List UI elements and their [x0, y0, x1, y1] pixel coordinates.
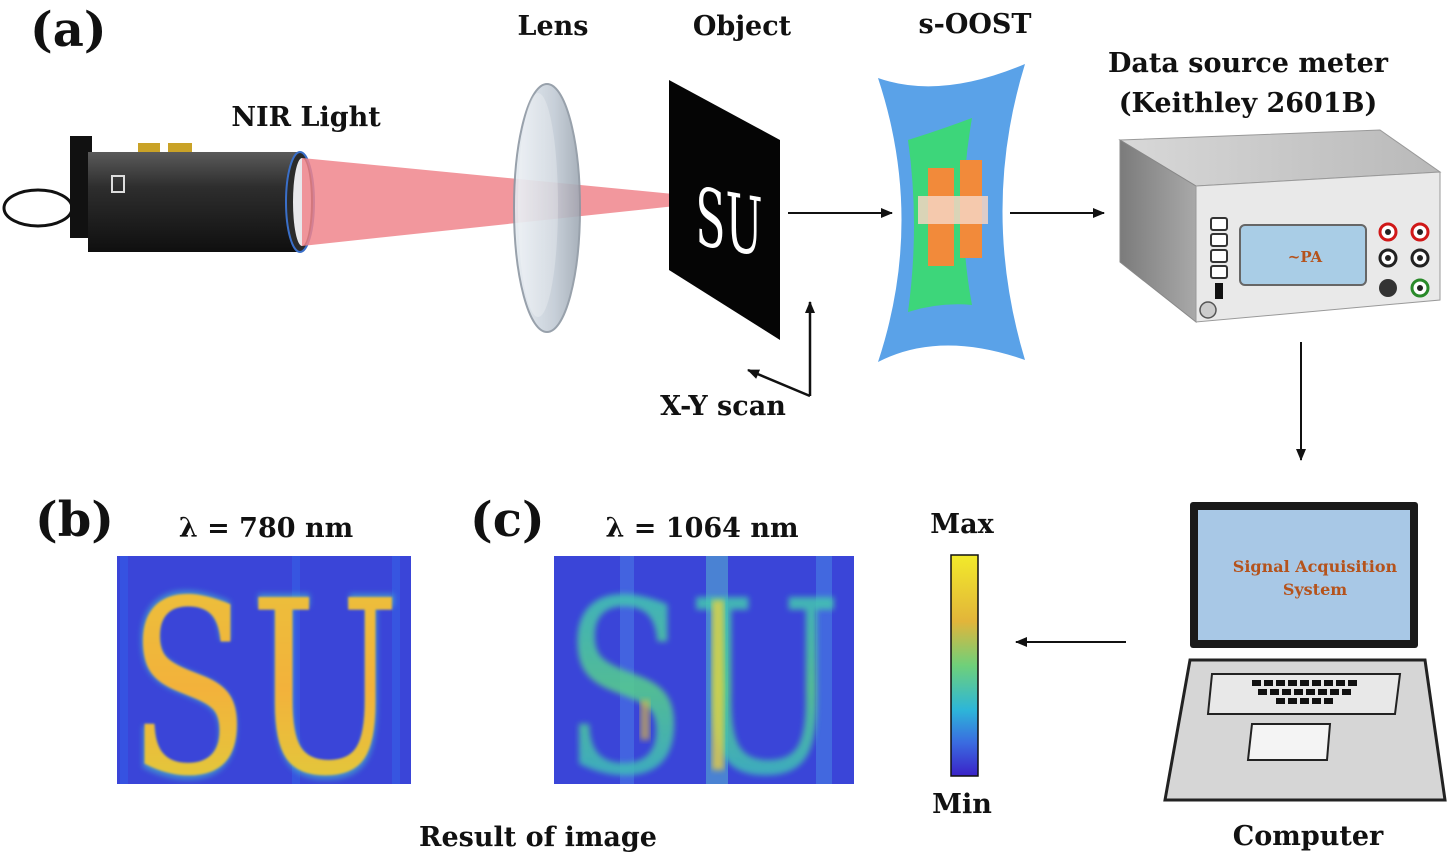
cable-loop — [2, 188, 74, 228]
meter-buttons — [1199, 217, 1228, 319]
light-body — [88, 152, 300, 252]
s-oost-device — [878, 64, 1025, 362]
light-back-cap — [70, 136, 92, 238]
image-c: SU — [554, 549, 854, 829]
panel-label-b: (b) — [35, 492, 114, 548]
lens-body — [513, 83, 581, 333]
colorbar-min-label: Min — [932, 789, 992, 820]
laptop-screen — [1198, 510, 1410, 640]
lens — [513, 83, 581, 333]
image-c-title: λ = 1064 nm — [605, 513, 798, 544]
object-letters: SU — [695, 171, 762, 275]
meter-display — [1239, 224, 1367, 286]
laptop: Signal Acquisition System — [1163, 502, 1447, 802]
screen-text-line1: Signal Acquisition — [1233, 557, 1398, 576]
image-b-letters: SU — [128, 549, 400, 829]
lens-label: Lens — [518, 11, 589, 42]
image-c-background — [554, 556, 854, 784]
computer-label: Computer — [1233, 821, 1384, 852]
meter-label-line2: (Keithley 2601B) — [1119, 88, 1377, 119]
meter-display-text: ~PA — [1288, 248, 1323, 266]
colorbar — [950, 554, 979, 777]
light-switch — [111, 175, 125, 193]
device-active-region — [918, 196, 988, 224]
panel-label-c: (c) — [470, 492, 545, 548]
image-b: SU SU — [117, 544, 411, 835]
result-label: Result of image — [419, 822, 657, 853]
laptop-trackpad — [1246, 723, 1332, 761]
image-b-title: λ = 780 nm — [179, 513, 353, 544]
image-b-glow: SU — [126, 544, 402, 835]
meter-label-line1: Data source meter — [1108, 48, 1389, 79]
source-meter: ~PA — [1118, 129, 1442, 324]
image-b-background — [117, 556, 411, 784]
image-c-letters: SU — [562, 549, 842, 829]
nir-light-label: NIR Light — [231, 102, 381, 133]
x-scan-arrow — [747, 368, 811, 398]
xy-scan-label: X-Y scan — [660, 391, 786, 422]
object-mask: SU — [669, 80, 780, 340]
keyboard-keys — [1252, 680, 1357, 704]
s-oost-label: s-OOST — [918, 9, 1031, 40]
screen-text-line2: System — [1283, 580, 1347, 599]
colorbar-max-label: Max — [930, 509, 994, 540]
meter-terminals — [1378, 222, 1430, 298]
nir-light-source — [2, 136, 315, 253]
object-plate — [669, 80, 780, 340]
lens-highlight — [518, 93, 558, 317]
object-label: Object — [693, 11, 792, 42]
nir-beam — [302, 158, 694, 246]
panel-label-a: (a) — [30, 2, 107, 58]
